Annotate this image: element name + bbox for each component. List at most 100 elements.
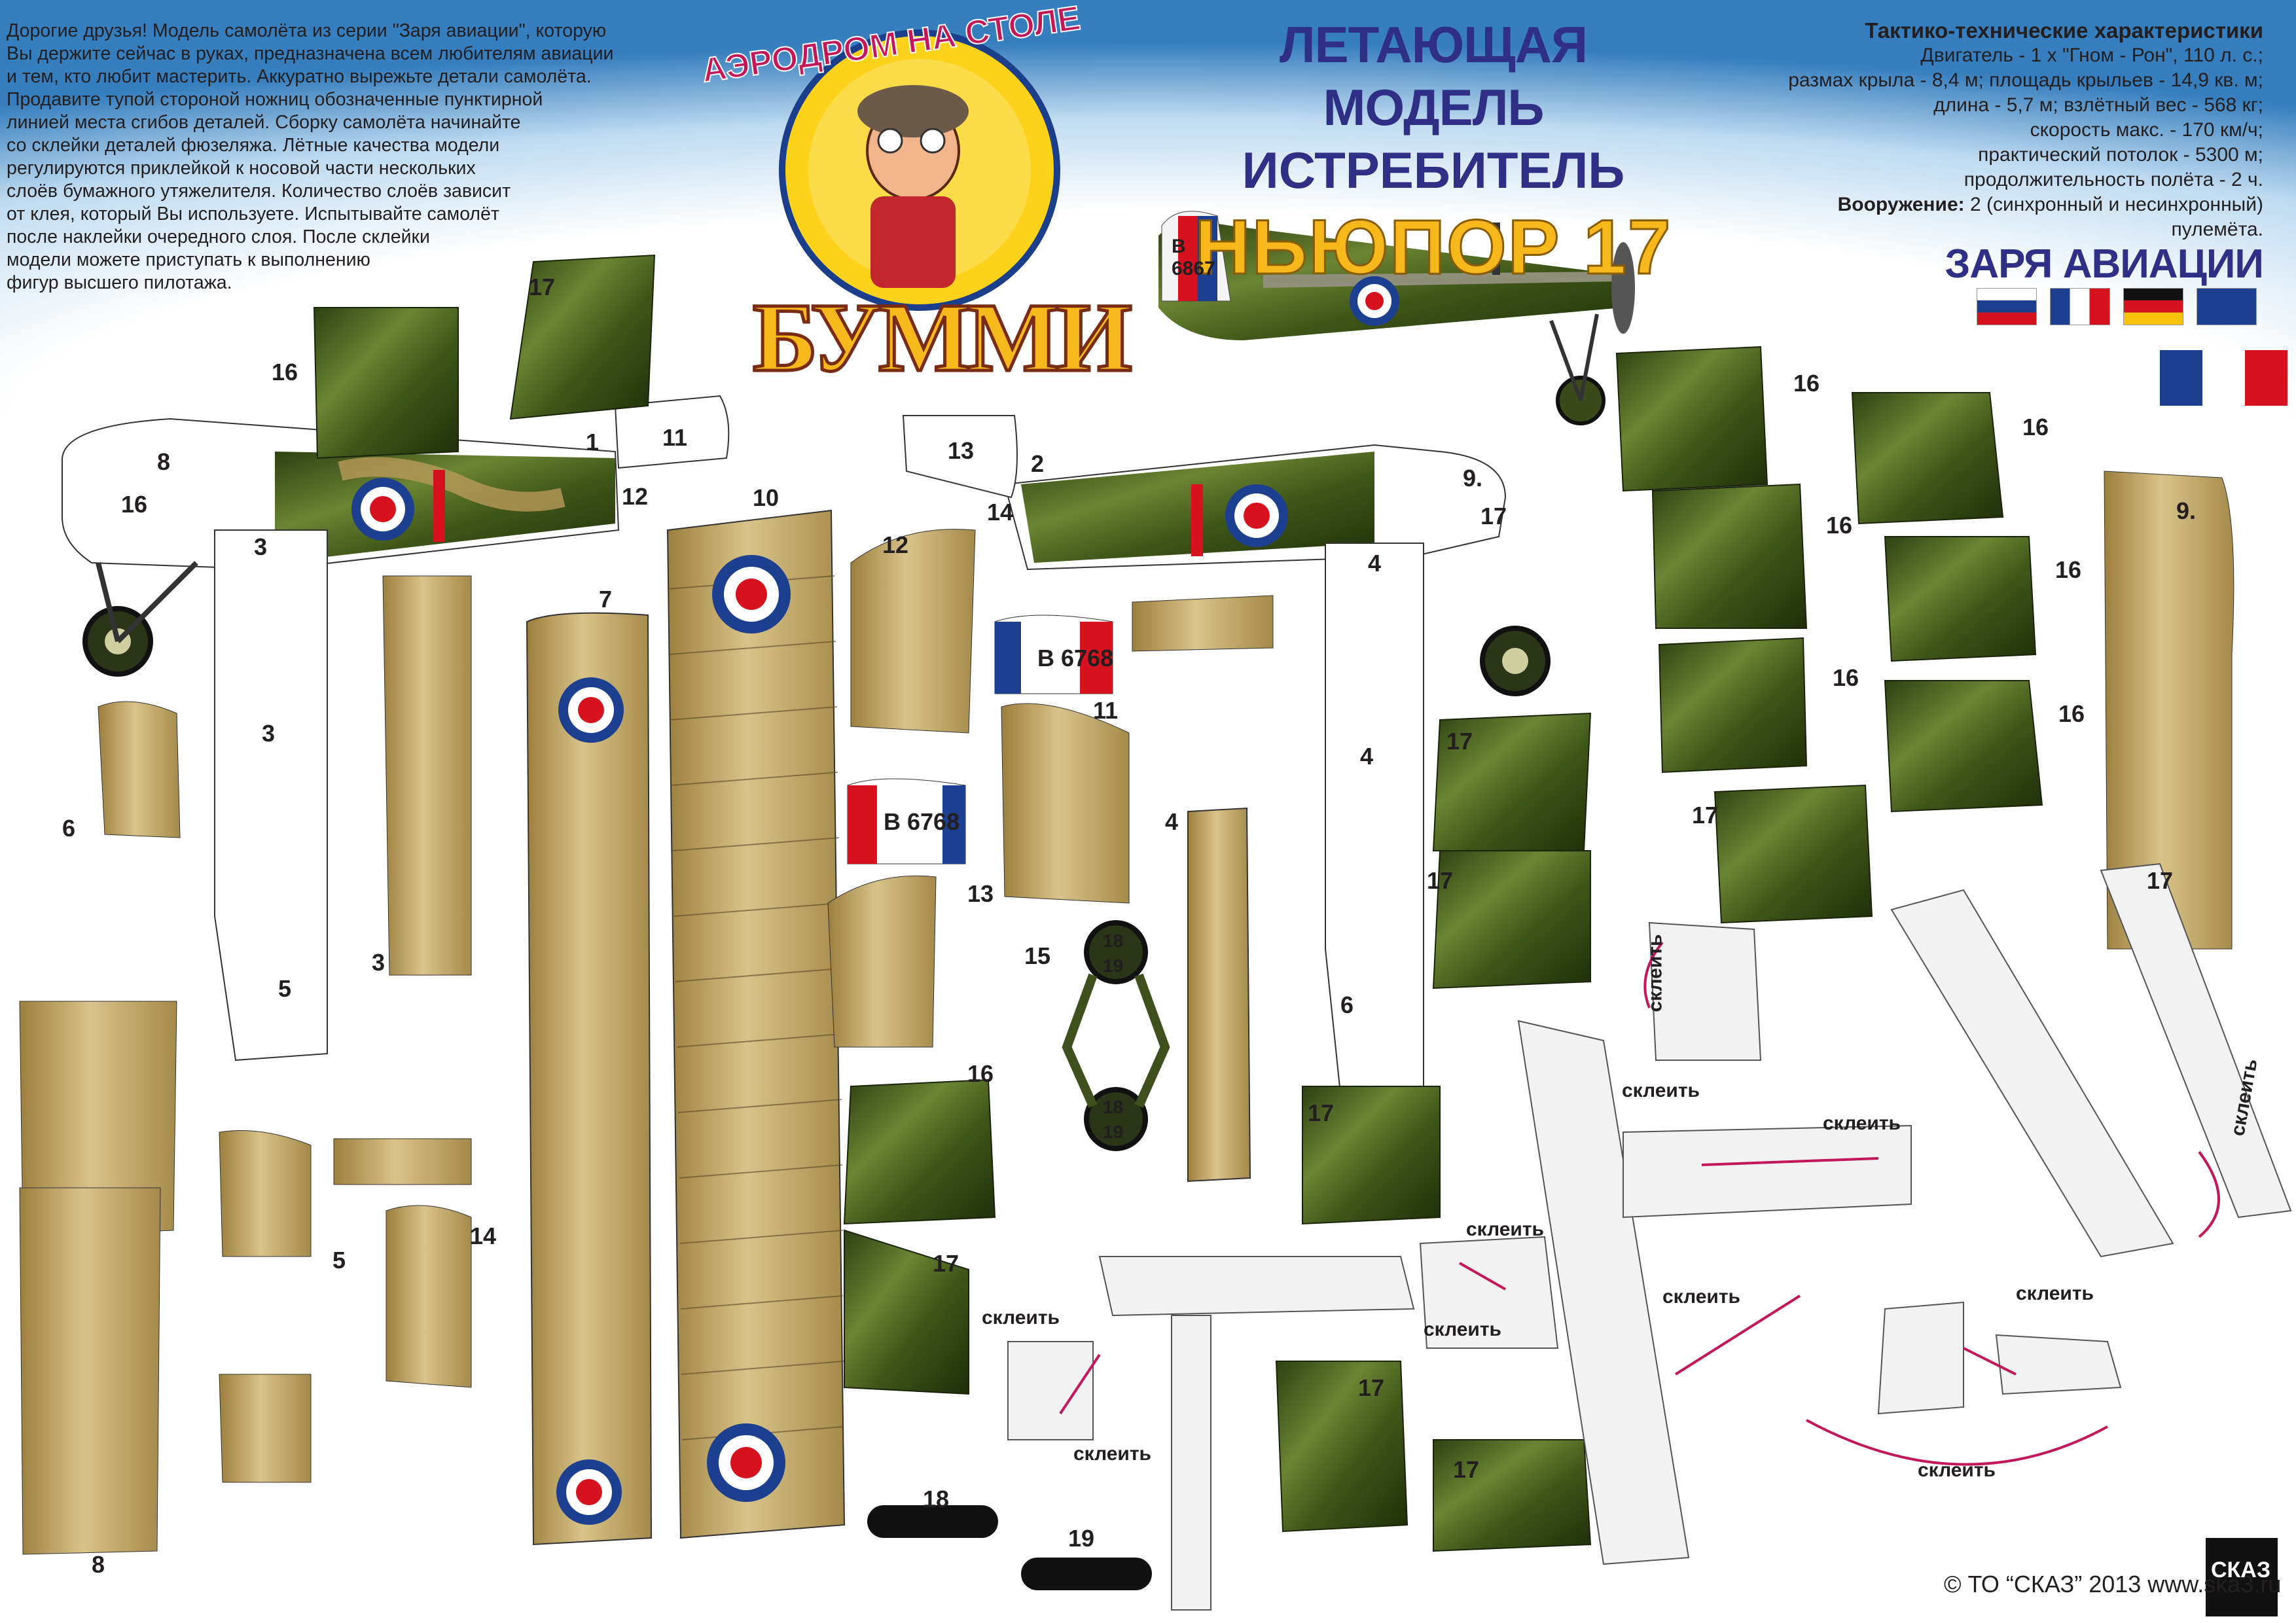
part-number: 16 xyxy=(2022,414,2049,440)
part-number: 17 xyxy=(933,1250,960,1277)
title-line3: НЬЮПОР 17 xyxy=(1194,204,1672,292)
part-number: 17 xyxy=(1692,802,1719,829)
france-flag-icon[interactable] xyxy=(2050,288,2110,325)
part-number: 17 xyxy=(2147,867,2174,894)
part-number: 16 xyxy=(1793,370,1820,397)
part-number: 7 xyxy=(599,586,613,613)
part-number: 2 xyxy=(1031,450,1045,477)
glue-label: склеить xyxy=(1918,1459,1996,1481)
part-number: 4 xyxy=(1165,808,1179,835)
spec-line: практический потолок - 5300 м; xyxy=(1978,144,2263,166)
part-4-upper xyxy=(1132,595,1274,652)
rudder-2 xyxy=(847,778,966,865)
uk-flag-icon[interactable] xyxy=(2197,288,2257,325)
armament-label: Вооружение: xyxy=(1837,194,1965,215)
part-6-upper xyxy=(98,701,181,838)
part-number: 16 xyxy=(272,359,298,385)
weight-19 xyxy=(1021,1558,1152,1590)
spec-line: Двигатель - 1 х "Гном - Рон", 110 л. с.; xyxy=(1920,45,2263,66)
part-8-wing xyxy=(19,1187,161,1555)
wheel-number: 18 xyxy=(1103,931,1124,951)
part-number: 5 xyxy=(278,975,292,1002)
rudder-serial-1: B 6768 xyxy=(1037,645,1114,671)
fuselage-right xyxy=(1003,444,1551,696)
part-5-wing xyxy=(219,1130,312,1257)
part-number: 9. xyxy=(1463,465,1483,491)
badge-brand: БУММИ xyxy=(751,282,1134,394)
part-5-lower xyxy=(219,1374,312,1483)
specs-block: Тактико-технические характеристики Двига… xyxy=(1576,18,2263,242)
part-number: 18 xyxy=(923,1486,950,1512)
glue-label: склеить xyxy=(1823,1113,1901,1134)
part-number: 1 xyxy=(586,429,600,455)
part-14-tail xyxy=(386,1205,472,1388)
skaz-logo-text: СКАЗ xyxy=(2211,1558,2271,1582)
intro-line: Дорогие друзья! Модель самолёта из серии… xyxy=(7,20,607,41)
part-number: 13 xyxy=(967,880,994,907)
part-number: 9. xyxy=(2176,497,2197,524)
part-number: 4 xyxy=(1368,550,1382,577)
glue-label: склеить xyxy=(2016,1283,2094,1304)
glue-label: склеить xyxy=(982,1307,1060,1329)
part-number: 13 xyxy=(948,437,975,464)
part-number: 12 xyxy=(622,483,649,510)
intro-line: со склейки деталей фюзеляжа. Лётные каче… xyxy=(7,135,500,156)
part-number: 14 xyxy=(470,1222,497,1249)
part-3-wing xyxy=(382,575,472,976)
part-number: 19 xyxy=(1068,1525,1095,1552)
part-11-tab xyxy=(614,395,730,469)
part-number: 17 xyxy=(1453,1456,1480,1483)
glue-label: склеить xyxy=(1622,1080,1700,1101)
language-flags xyxy=(1977,288,2257,325)
part-number: 11 xyxy=(1093,697,1119,724)
part-number: 17 xyxy=(1480,503,1507,529)
part-number: 15 xyxy=(1024,942,1051,969)
title-line1: ЛЕТАЮЩАЯ МОДЕЛЬ xyxy=(1279,16,1588,136)
armament-text: 2 (синхронный и несинхронный) xyxy=(1970,194,2263,215)
part-number: 4 xyxy=(1360,743,1374,770)
part-number: 14 xyxy=(987,499,1014,526)
germany-flag-icon[interactable] xyxy=(2123,288,2183,325)
intro-line: фигур высшего пилотажа. xyxy=(7,272,232,293)
wing-10-ribs xyxy=(667,575,844,1440)
part-3-lower xyxy=(333,1138,472,1185)
part-number: 17 xyxy=(1446,728,1473,755)
part-number: 16 xyxy=(1826,512,1853,539)
part-number: 16 xyxy=(967,1060,994,1087)
part-number: 6 xyxy=(1340,991,1354,1018)
part-number: 17 xyxy=(1308,1099,1335,1126)
spec-line: длина - 5,7 м; взлётный вес - 568 кг; xyxy=(1933,94,2263,116)
part-number: 3 xyxy=(262,720,276,747)
part-number: 8 xyxy=(157,448,171,475)
part-4-6-strip xyxy=(1325,543,1424,1107)
fuselage-left xyxy=(62,418,620,677)
part-number: 12 xyxy=(882,531,909,558)
rudder-1 xyxy=(994,615,1113,694)
part-number: 17 xyxy=(1427,867,1454,894)
hero-plane xyxy=(1158,211,1635,425)
glue-label: склеить xyxy=(1424,1319,1501,1340)
france-flag-large xyxy=(2160,350,2287,406)
glue-label: склеить xyxy=(1644,934,1666,1012)
glue-label: склеить xyxy=(1662,1286,1740,1308)
intro-line: Вы держите сейчас в руках, предназначена… xyxy=(7,43,614,64)
title-line2: ИСТРЕБИТЕЛЬ xyxy=(1242,141,1625,199)
part-10-wing xyxy=(666,509,846,1539)
part-number: 5 xyxy=(332,1247,346,1274)
intro-line: слоёв бумажного утяжелителя. Количество … xyxy=(7,181,511,202)
part-number: 11 xyxy=(662,424,688,451)
series-title: ЗАРЯ АВИАЦИИ xyxy=(1945,241,2264,287)
intro-line: Продавите тупой стороной ножниц обозначе… xyxy=(7,89,543,110)
spec-line: размах крыла - 8,4 м; площадь крыльев - … xyxy=(1788,69,2263,91)
copyright: © ТО “СКАЗ” 2013 www.ska3.ru xyxy=(1944,1571,2282,1597)
russia-flag-icon[interactable] xyxy=(1977,288,2037,325)
part-11-tail xyxy=(1001,703,1130,904)
part-number: 10 xyxy=(753,484,780,511)
spec-line: пулемёта. xyxy=(2171,219,2263,240)
wheel-number: 18 xyxy=(1103,1097,1124,1117)
wheel-number: 19 xyxy=(1103,1122,1124,1142)
part-number: 16 xyxy=(2058,700,2085,727)
assembly-diagrams xyxy=(1007,863,2292,1611)
intro-line: после наклейки очередного слоя. После ск… xyxy=(7,226,430,247)
